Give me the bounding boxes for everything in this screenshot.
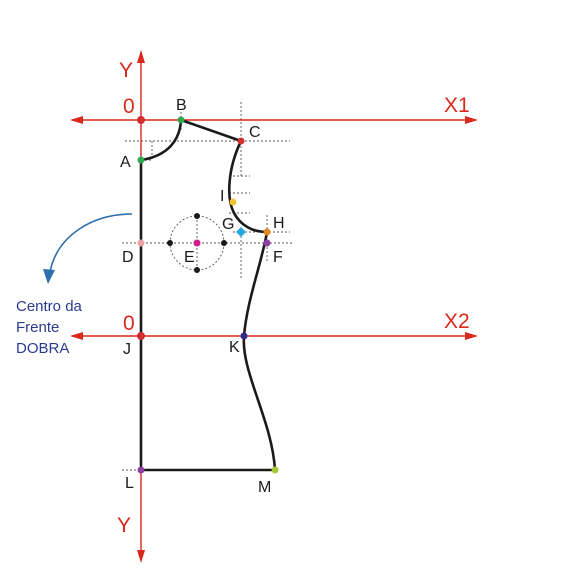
label-c: C xyxy=(249,124,261,141)
construction-guides xyxy=(122,102,292,471)
note-line-2: Frente xyxy=(16,319,59,336)
point-f xyxy=(263,239,271,247)
side-seam-curve xyxy=(242,230,277,472)
origin-label-x2: 0 xyxy=(123,312,135,335)
armhole-curve xyxy=(228,139,269,234)
e-dot-top xyxy=(194,213,200,219)
label-a: A xyxy=(120,154,131,171)
x1-axis-right-arrow xyxy=(465,116,478,124)
e-dot-left xyxy=(167,240,173,246)
label-i: I xyxy=(220,188,224,205)
neckline-curve xyxy=(139,118,183,162)
label-g: G xyxy=(222,216,234,233)
label-k: K xyxy=(229,339,240,356)
label-h: H xyxy=(273,215,285,232)
y-axis-top-arrow xyxy=(137,50,145,63)
point-l xyxy=(137,466,145,474)
origin-label-x1: 0 xyxy=(123,95,135,118)
x1-axis-label: X1 xyxy=(444,94,470,117)
x2-axis-label: X2 xyxy=(444,310,470,333)
label-m: M xyxy=(258,479,271,496)
label-d: D xyxy=(122,249,134,266)
label-b: B xyxy=(176,97,187,114)
label-e: E xyxy=(184,249,195,266)
point-i xyxy=(229,198,237,206)
x2-axis-left-arrow xyxy=(70,332,83,340)
note-line-1: Centro da xyxy=(16,298,83,315)
point-e xyxy=(193,239,201,247)
point-g xyxy=(236,227,246,237)
center-front-note: Centro da Frente DOBRA xyxy=(16,213,133,357)
point-labels: A B C I G H F D E J K L M xyxy=(120,97,285,496)
note-curved-arrow xyxy=(49,213,133,273)
point-d xyxy=(137,239,145,247)
point-k xyxy=(240,332,248,340)
y-axis-bottom-arrow xyxy=(137,550,145,563)
point-m xyxy=(271,466,279,474)
label-f: F xyxy=(273,249,283,266)
label-j: J xyxy=(123,341,131,358)
x1-axis-left-arrow xyxy=(70,116,83,124)
e-construction-dots xyxy=(167,213,227,273)
label-l: L xyxy=(125,475,134,492)
pattern-points xyxy=(137,116,279,474)
point-a xyxy=(137,156,145,164)
point-c xyxy=(237,137,245,145)
point-j xyxy=(137,332,145,340)
point-b xyxy=(177,116,185,124)
pattern-outline xyxy=(139,118,277,472)
e-dot-right xyxy=(221,240,227,246)
y-axis-top-label: Y xyxy=(119,59,133,82)
x2-axis-right-arrow xyxy=(465,332,478,340)
origin-x1-dot xyxy=(137,116,145,124)
note-arrow-head xyxy=(43,269,55,284)
shoulder-line xyxy=(179,118,243,143)
note-line-3: DOBRA xyxy=(16,340,69,357)
y-axis-bottom-label: Y xyxy=(117,514,131,537)
e-dot-bottom xyxy=(194,267,200,273)
point-h xyxy=(263,228,271,236)
